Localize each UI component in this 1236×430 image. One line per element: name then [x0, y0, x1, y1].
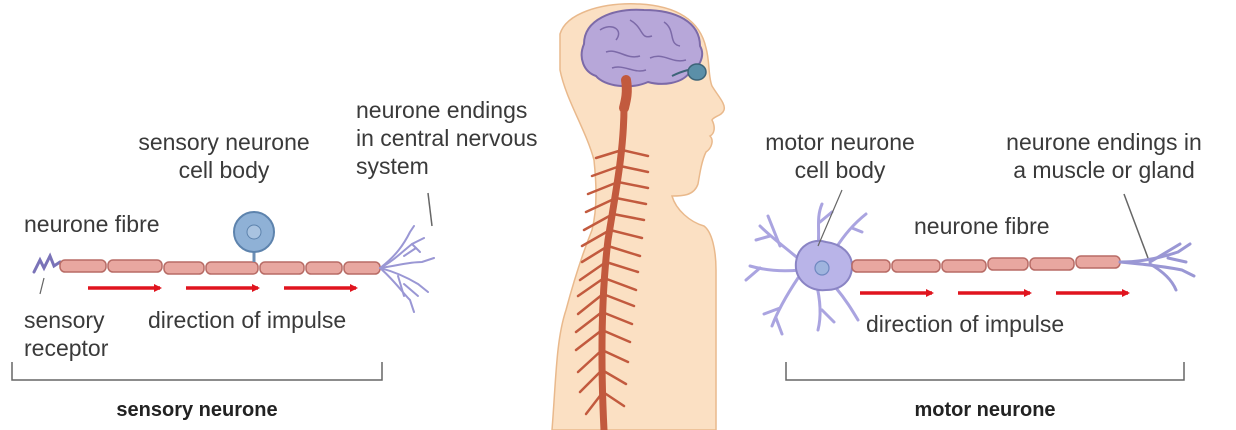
motor-cell-body-label: motor neurone cell body [740, 128, 940, 184]
eye [688, 64, 706, 80]
direction-left-label: direction of impulse [148, 306, 346, 334]
sensory-cell-body-label: sensory neurone cell body [104, 128, 344, 184]
sensory-receptor-label-line2: receptor [24, 334, 108, 362]
sensory-neurone-caption: sensory neurone [12, 396, 382, 424]
motor-bracket [786, 362, 1184, 380]
brain [582, 10, 702, 86]
sensory-receptor-icon [34, 256, 60, 272]
human-body-figure [552, 4, 724, 430]
muscle-endings-label: neurone endings in a muscle or gland [980, 128, 1228, 184]
cns-endings-label: neurone endings in central nervous syste… [356, 96, 538, 180]
cns-endings-label-line1: neurone endings [356, 96, 538, 124]
sensory-neurone-fibre [60, 260, 380, 274]
sensory-cell-body-label-line2: cell body [104, 156, 344, 184]
motor-neurone-caption: motor neurone [786, 396, 1184, 424]
cns-neurone-endings [380, 226, 434, 312]
cns-endings-label-line2: in central nervous [356, 124, 538, 152]
neurone-fibre-right-label: neurone fibre [914, 212, 1050, 240]
muscle-endings-label-line1: neurone endings in [980, 128, 1228, 156]
sensory-bracket [12, 362, 382, 380]
motor-cell-body-label-line2: cell body [740, 156, 940, 184]
muscle-endings-label-line2: a muscle or gland [980, 156, 1228, 184]
sensory-receptor-label-line1: sensory [24, 306, 108, 334]
motor-cell-body-label-line1: motor neurone [740, 128, 940, 156]
sensory-cell-body-label-line1: sensory neurone [104, 128, 344, 156]
cns-endings-label-line3: system [356, 152, 538, 180]
muscle-neurone-endings [1120, 244, 1194, 290]
sensory-receptor-label: sensory receptor [24, 306, 108, 362]
direction-right-label: direction of impulse [866, 310, 1064, 338]
motor-neurone-fibre [852, 256, 1120, 272]
neurone-fibre-left-label: neurone fibre [24, 210, 160, 238]
